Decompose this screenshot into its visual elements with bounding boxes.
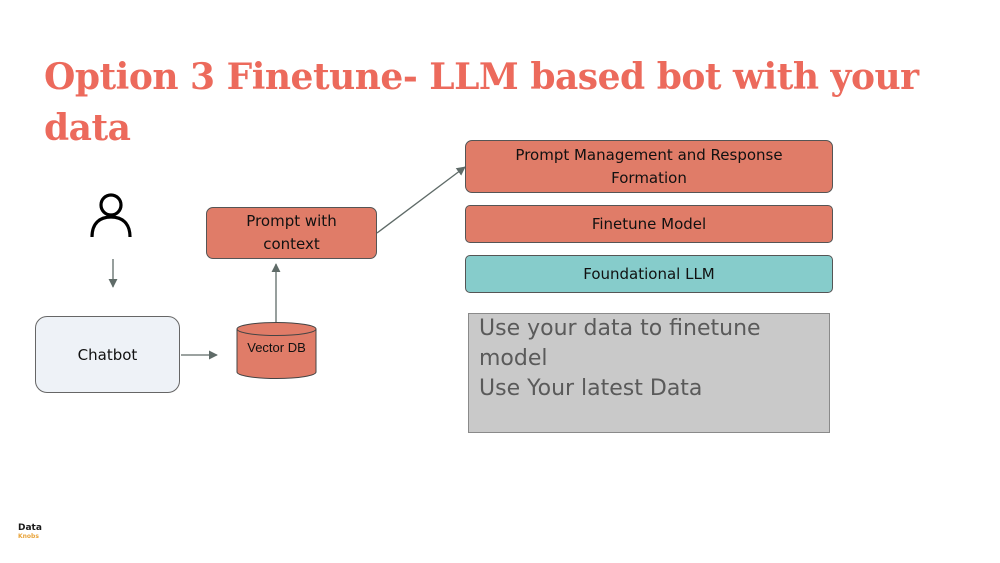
logo-text-top: Data [18, 523, 42, 533]
user-icon [90, 193, 132, 238]
vector-db-cylinder [236, 322, 317, 379]
vector-db-label: Vector DB [247, 340, 306, 355]
chatbot-box: Chatbot [35, 316, 180, 393]
prompt-management-box: Prompt Management and Response Formation [465, 140, 833, 193]
arrow-prompt-to-management [376, 166, 466, 234]
finetune-model-box: Finetune Model [465, 205, 833, 243]
prompt-management-label: Prompt Management and Response Formation [515, 145, 783, 187]
note-line: Use Your latest Data [479, 376, 703, 401]
logo-text-bottom: Knobs [18, 533, 39, 540]
foundational-llm-label: Foundational LLM [583, 265, 715, 283]
finetune-model-label: Finetune Model [591, 215, 707, 233]
prompt-with-context-box: Prompt with context [206, 207, 377, 259]
note-line: Use your data to finetune model [479, 316, 761, 371]
slide-title: Option 3 Finetune- LLM based bot with yo… [44, 56, 919, 149]
company-logo: Data Knobs [18, 523, 48, 545]
prompt-with-context-label: Prompt with context [246, 212, 337, 253]
note-box: Use your data to finetune model Use Your… [468, 313, 830, 433]
chatbot-label: Chatbot [77, 345, 138, 364]
foundational-llm-box: Foundational LLM [465, 255, 833, 293]
